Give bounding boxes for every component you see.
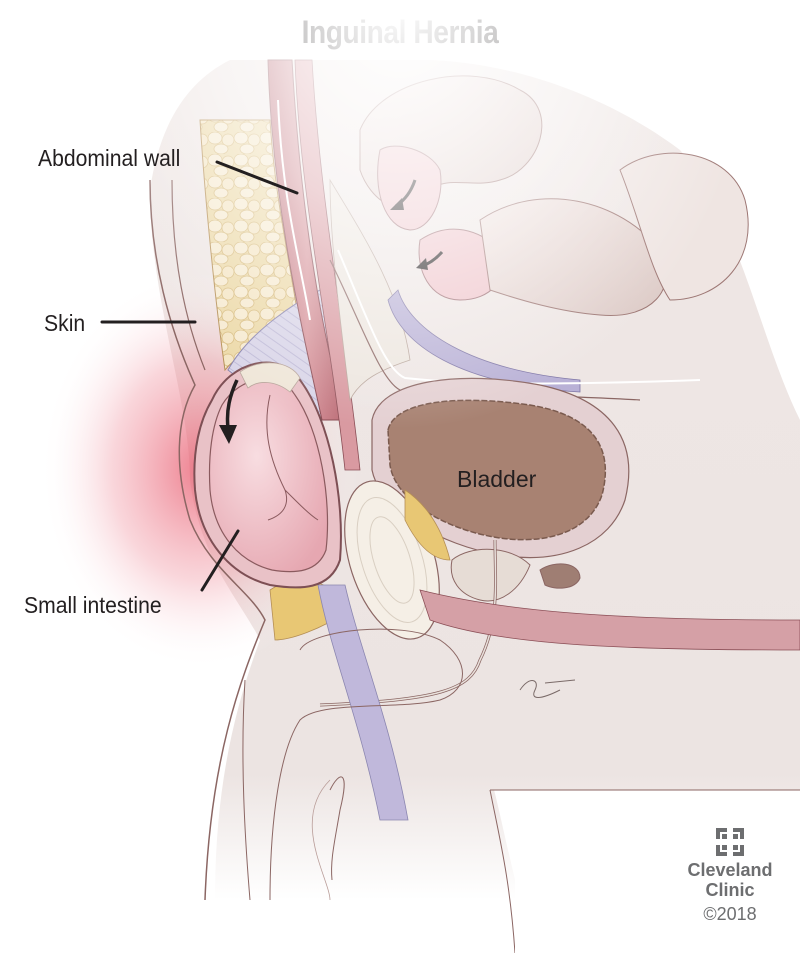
copyright-text: ©2018 <box>703 904 757 924</box>
cleveland-clinic-cross-icon <box>716 828 744 856</box>
cleveland-clinic-logo: Cleveland Clinic ©2018 <box>680 828 780 926</box>
logo-text-line1: Cleveland <box>687 860 773 880</box>
abdominal-wall-leader-line <box>215 160 299 195</box>
small-intestine-leader-line <box>200 529 240 592</box>
label-abdominal-wall: Abdominal wall <box>38 145 181 171</box>
label-skin: Skin <box>44 310 86 336</box>
label-bladder: Bladder <box>457 466 537 492</box>
logo-text-line2: Clinic <box>705 880 755 900</box>
label-small-intestine: Small intestine <box>24 592 162 618</box>
